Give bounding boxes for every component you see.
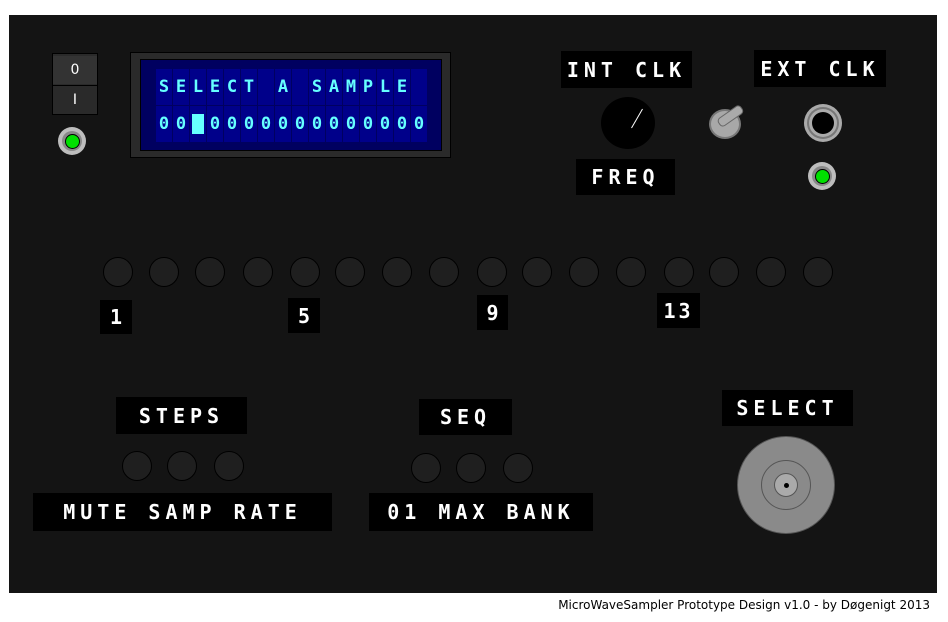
lcd-char-cell: 0 [156, 106, 172, 142]
step-button-5[interactable] [290, 257, 320, 287]
lcd-char-cell: 0 [309, 106, 325, 142]
lcd-char-cell: 0 [326, 106, 342, 142]
ext-clk-label: EXT CLK [754, 50, 886, 87]
clock-toggle-switch[interactable] [709, 103, 745, 139]
lcd-char-cell: A [275, 69, 291, 105]
step-button-6[interactable] [335, 257, 365, 287]
knob-indicator [631, 108, 643, 129]
steps-label: STEPS [116, 397, 247, 434]
seq-bank-button[interactable] [503, 453, 533, 483]
step-button-11[interactable] [569, 257, 599, 287]
lcd-char-cell: 0 [377, 106, 393, 142]
lcd-char-cell: 0 [224, 106, 240, 142]
lcd-char-cell: P [360, 69, 376, 105]
lcd-char-cell: S [156, 69, 172, 105]
lcd-cursor [192, 114, 204, 134]
lcd-char-cell [190, 106, 206, 142]
step-number-13: 13 [657, 293, 700, 328]
step-button-7[interactable] [382, 257, 412, 287]
footer-credit: MicroWaveSampler Prototype Design v1.0 -… [558, 598, 930, 612]
lcd-char-cell: L [190, 69, 206, 105]
lcd-char-cell: 0 [360, 106, 376, 142]
lcd-char-cell: E [394, 69, 410, 105]
step-button-12[interactable] [616, 257, 646, 287]
step-number-9: 9 [477, 295, 508, 330]
step-button-2[interactable] [149, 257, 179, 287]
lcd-char-cell: 0 [241, 106, 257, 142]
lcd-char-cell: E [173, 69, 189, 105]
step-button-9[interactable] [477, 257, 507, 287]
seq-label: SEQ [419, 399, 512, 435]
seq-01-button[interactable] [411, 453, 441, 483]
select-label: SELECT [722, 390, 853, 426]
seq-max-button[interactable] [456, 453, 486, 483]
lcd-char-cell: 0 [411, 106, 427, 142]
power-switch[interactable]: 0 I [52, 53, 98, 115]
step-button-16[interactable] [803, 257, 833, 287]
step-button-13[interactable] [664, 257, 694, 287]
lcd-char-cell: 0 [207, 106, 223, 142]
step-number-1: 1 [100, 300, 132, 334]
lcd-char-cell: A [326, 69, 342, 105]
lcd-char-cell: 0 [343, 106, 359, 142]
rate-button[interactable] [214, 451, 244, 481]
lcd-char-cell: S [309, 69, 325, 105]
step-number-5: 5 [288, 298, 320, 333]
power-led [58, 127, 86, 155]
lcd-char-cell: 0 [275, 106, 291, 142]
power-on-label: I [53, 85, 97, 113]
ext-clk-led [808, 162, 836, 190]
lcd-char-cell: L [377, 69, 393, 105]
step-button-3[interactable] [195, 257, 225, 287]
lcd-char-cell: T [241, 69, 257, 105]
max-bank-label: 01 MAX BANK [369, 493, 593, 531]
step-button-15[interactable] [756, 257, 786, 287]
lcd-char-cell: 0 [258, 106, 274, 142]
int-clk-label: INT CLK [561, 51, 692, 88]
lcd-char-cell: 0 [394, 106, 410, 142]
ext-clk-jack[interactable] [804, 104, 842, 142]
mute-button[interactable] [122, 451, 152, 481]
samp-button[interactable] [167, 451, 197, 481]
step-button-10[interactable] [522, 257, 552, 287]
step-button-8[interactable] [429, 257, 459, 287]
power-off-label: 0 [53, 56, 97, 84]
lcd-char-cell: E [207, 69, 223, 105]
freq-knob[interactable] [601, 97, 655, 149]
lcd-char-cell [292, 69, 308, 105]
lcd-char-cell: M [343, 69, 359, 105]
select-encoder[interactable] [737, 436, 835, 534]
lcd-char-cell [258, 69, 274, 105]
step-button-1[interactable] [103, 257, 133, 287]
lcd-char-cell: 0 [292, 106, 308, 142]
lcd-char-cell [411, 69, 427, 105]
mute-samp-rate-label: MUTE SAMP RATE [33, 493, 332, 531]
step-button-14[interactable] [709, 257, 739, 287]
lcd-char-cell: 0 [173, 106, 189, 142]
step-button-4[interactable] [243, 257, 273, 287]
freq-label: FREQ [576, 159, 675, 195]
lcd-char-cell: C [224, 69, 240, 105]
